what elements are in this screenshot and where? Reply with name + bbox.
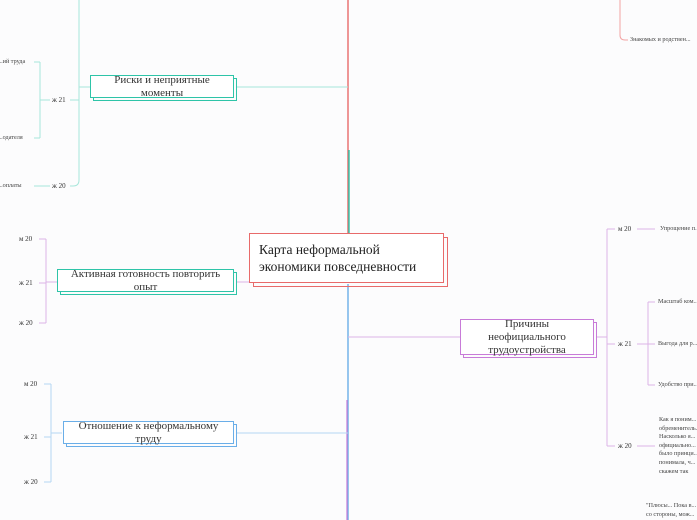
reasons-leaf[interactable]: Упрощение п... [660, 225, 697, 232]
attitude-group-label[interactable]: ж 20 [24, 478, 38, 486]
topic-risks[interactable]: Риски и неприятные моменты [90, 73, 234, 99]
reasons-leaf[interactable]: Удобство при... [658, 381, 697, 388]
bottom-quote-line: со стороны, мож... [646, 510, 695, 518]
reasons-leaf[interactable]: Масштаб ком... [658, 298, 697, 305]
bottom-quote-line: "Плюсы... Пока в... [646, 502, 697, 509]
risks-group-label[interactable]: ж 21 [52, 96, 66, 104]
readiness-group-label[interactable]: ж 20 [19, 319, 33, 327]
risks-leaf[interactable]: ...одателя [0, 134, 23, 141]
reasons-quote-line: было принци... [659, 450, 697, 458]
reasons-group-label[interactable]: ж 21 [618, 340, 632, 348]
topic-readiness-title: Активная готовность повторить опыт [70, 267, 221, 293]
reasons-group-label[interactable]: ж 20 [618, 442, 632, 450]
reasons-quote-line: обременитель... [659, 424, 697, 432]
risks-leaf[interactable]: ...ий труда [0, 58, 26, 65]
reasons-quote-line: Насколько я... [659, 433, 696, 441]
reasons-quote-line: понимала, ч... [659, 458, 696, 466]
central-topic[interactable]: Карта неформальной экономики повседневно… [249, 233, 444, 283]
reasons-quote-line: скажем так [659, 467, 689, 475]
topic-attitude[interactable]: Отношение к неформальному труду [63, 419, 234, 445]
readiness-group-label[interactable]: ж 21 [19, 279, 33, 287]
reasons-bottom-quote[interactable]: "Плюсы... Пока в... со стороны, мож... [646, 502, 696, 519]
reasons-quote-line: Как я поним... [659, 416, 697, 423]
topic-attitude-title: Отношение к неформальному труду [78, 419, 219, 445]
reasons-leaf[interactable]: Выгода для р... [658, 340, 697, 347]
reasons-quote-line: официально... [659, 441, 696, 449]
attitude-group-label[interactable]: ж 21 [24, 433, 38, 441]
readiness-group-label[interactable]: м 20 [19, 235, 33, 243]
leaf-top-right[interactable]: Знакомых и родствен... [630, 36, 691, 43]
topic-reasons-title: Причины неофициального трудоустройства [488, 317, 566, 356]
central-topic-title: Карта неформальной экономики повседневно… [259, 242, 417, 274]
reasons-quote-block[interactable]: Как я поним... обременитель... Насколько… [659, 416, 697, 476]
topic-readiness[interactable]: Активная готовность повторить опыт [57, 267, 234, 293]
risks-leaf[interactable]: ...оплаты [0, 182, 22, 189]
topic-reasons[interactable]: Причины неофициального трудоустройства [460, 317, 594, 356]
risks-group-label[interactable]: ж 20 [52, 182, 66, 190]
topic-risks-title: Риски и неприятные моменты [114, 73, 210, 99]
reasons-group-label[interactable]: м 20 [618, 225, 632, 233]
attitude-group-label[interactable]: м 20 [24, 380, 38, 388]
